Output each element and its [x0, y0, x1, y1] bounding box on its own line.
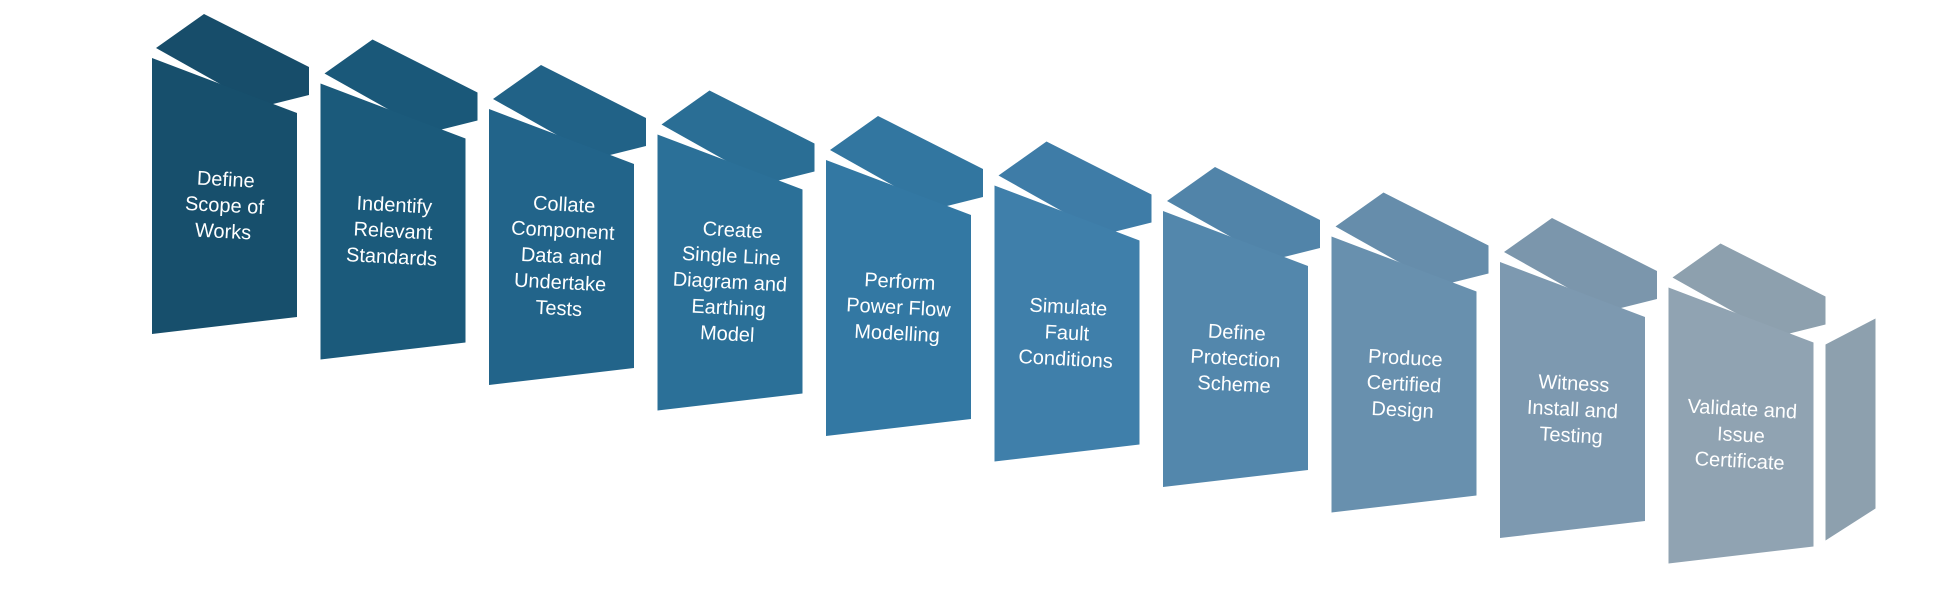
step-top-face	[830, 116, 983, 209]
process-step: IndentifyRelevantStandards	[320, 39, 478, 360]
step-top-face	[998, 141, 1152, 235]
step-front-face	[1163, 211, 1308, 487]
step-label: Validate andIssueCertificate	[1684, 396, 1797, 476]
step-label-line: Standards	[345, 244, 437, 271]
process-step: CollateComponentData andUndertakeTests	[489, 65, 646, 385]
step-label: DefineScope ofWorks	[183, 167, 266, 245]
step-label-line: Model	[699, 322, 755, 347]
step-label-line: Scope of	[184, 193, 264, 219]
step-label-line: Protection	[1190, 346, 1281, 373]
step-label-line: Define	[1207, 321, 1266, 346]
step-label-line: Issue	[1716, 423, 1765, 447]
step-front-face	[826, 160, 971, 436]
step-label-line: Undertake	[513, 270, 606, 297]
step-front-face	[320, 83, 466, 360]
step-label-line: Witness	[1538, 371, 1610, 397]
process-step: DefineScope ofWorks	[152, 14, 309, 334]
process-step: WitnessInstall andTesting	[1500, 218, 1657, 538]
process-step: PerformPower FlowModelling	[826, 116, 983, 436]
step-top-face	[156, 14, 309, 107]
step-label-line: Conditions	[1018, 346, 1114, 373]
step-label-line: Perform	[864, 269, 936, 295]
step-label: PerformPower FlowModelling	[844, 268, 953, 347]
step-front-face	[489, 109, 634, 385]
step-front-face	[657, 134, 803, 411]
process-steps: DefineScope ofWorksIndentifyRelevantStan…	[152, 14, 1876, 564]
step-front-face	[1500, 262, 1645, 538]
process-step: DefineProtectionScheme	[1163, 167, 1320, 487]
step-label: CreateSingle LineDiagram andEarthingMode…	[669, 217, 790, 349]
step-label-line: Indentify	[356, 193, 433, 219]
step-label-line: Earthing	[691, 296, 767, 322]
step-top-face	[493, 65, 646, 158]
step-top-face	[1672, 243, 1826, 337]
step-label-line: Relevant	[353, 218, 433, 244]
step-label-line: Component	[511, 217, 616, 244]
step-label-line: Produce	[1368, 346, 1444, 372]
step-label-line: Power Flow	[846, 294, 952, 321]
step-label: WitnessInstall andTesting	[1525, 371, 1620, 450]
process-step: Validate andIssueCertificate	[1668, 243, 1876, 564]
step-label-line: Fault	[1044, 321, 1090, 345]
step-label-line: Data and	[520, 244, 602, 270]
step-side-face	[1825, 318, 1876, 541]
step-label-line: Modelling	[854, 321, 941, 347]
step-label-line: Scheme	[1197, 372, 1271, 398]
step-label-line: Design	[1371, 398, 1434, 423]
step-label-line: Create	[702, 218, 763, 243]
step-label-line: Single Line	[681, 243, 781, 270]
step-top-face	[661, 90, 815, 184]
step-front-face	[1668, 287, 1814, 564]
step-top-face	[1167, 167, 1320, 260]
step-label-line: Testing	[1539, 423, 1603, 448]
step-label-line: Collate	[533, 192, 596, 217]
step-label: CollateComponentData andUndertakeTests	[507, 191, 617, 322]
step-label-line: Certified	[1366, 372, 1442, 398]
step-label: IndentifyRelevantStandards	[345, 192, 440, 271]
step-label-line: Simulate	[1029, 295, 1108, 321]
process-step: ProduceCertifiedDesign	[1331, 192, 1489, 513]
step-top-face	[324, 39, 478, 133]
step-label: DefineProtectionScheme	[1189, 320, 1283, 399]
step-label: ProduceCertifiedDesign	[1365, 346, 1443, 424]
step-front-face	[1331, 236, 1477, 513]
step-front-face	[152, 58, 297, 334]
step-label-line: Define	[196, 168, 255, 193]
step-label: SimulateFaultConditions	[1018, 294, 1116, 373]
step-top-face	[1335, 192, 1489, 286]
step-label-line: Works	[194, 220, 251, 245]
step-front-face	[994, 185, 1140, 462]
process-step: CreateSingle LineDiagram andEarthingMode…	[657, 90, 815, 411]
step-label-line: Tests	[535, 297, 583, 321]
step-label-line: Certificate	[1694, 448, 1785, 475]
process-step: SimulateFaultConditions	[994, 141, 1152, 462]
step-top-face	[1504, 218, 1657, 311]
step-label-line: Install and	[1526, 397, 1618, 424]
